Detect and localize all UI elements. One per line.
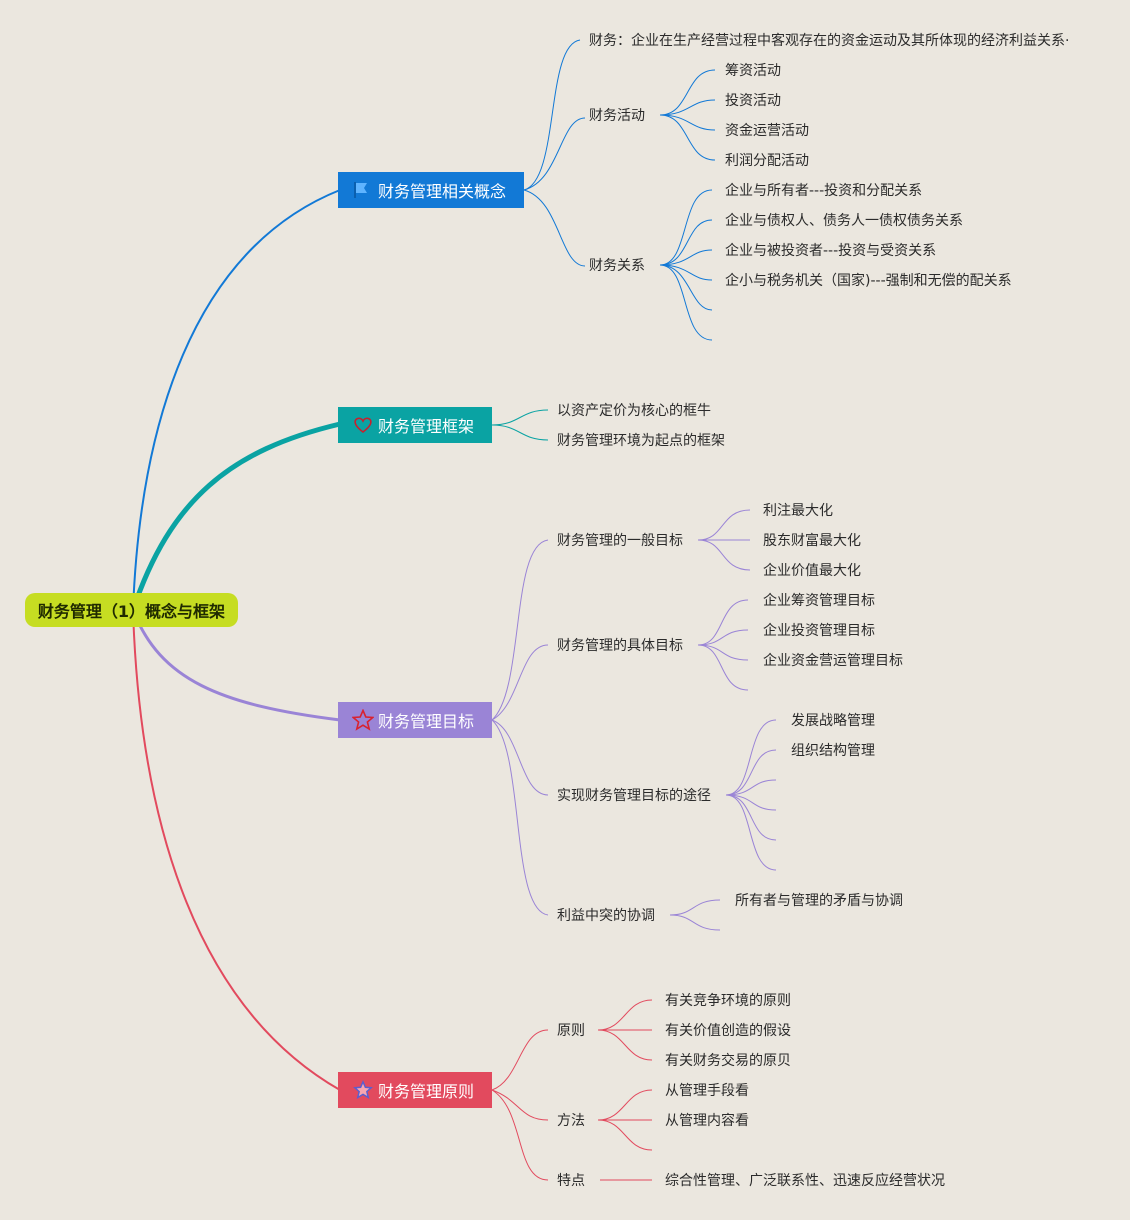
link-relations-3 — [659, 249, 713, 266]
relation-item[interactable]: 企业与债权人、债务人一债权债务关系 — [725, 213, 963, 229]
concepts-definition[interactable]: 财务：企业在生产经营过程中客观存在的资金运动及其所体现的经济利益关系· — [589, 33, 1070, 49]
branch-framework-label: 财务管理框架 — [378, 417, 475, 436]
link-concepts-relations — [523, 189, 586, 267]
activity-item[interactable]: 利润分配活动 — [725, 153, 809, 169]
root-node[interactable]: 财务管理（1）概念与框架 — [25, 593, 238, 627]
link-relations-6 — [659, 264, 713, 341]
flag-icon — [352, 180, 374, 200]
star-outline-icon — [352, 1080, 374, 1100]
link-general-1 — [697, 509, 751, 541]
link-root-goals — [131, 609, 341, 722]
link-framework-1 — [491, 409, 549, 426]
rule-item[interactable]: 有关竞争环境的原则 — [665, 993, 791, 1009]
star-icon — [352, 709, 374, 731]
goals-general[interactable]: 财务管理的一般目标 — [557, 533, 683, 549]
link-root-framework — [130, 421, 341, 611]
link-activities-2 — [659, 99, 716, 116]
link-specific-3 — [697, 644, 749, 661]
principles-traits[interactable]: 特点 — [557, 1173, 585, 1189]
branch-concepts[interactable]: 财务管理相关概念 — [338, 172, 524, 208]
link-goals-specific — [491, 644, 549, 721]
link-paths-4 — [725, 794, 777, 811]
link-principles-methods — [491, 1089, 549, 1121]
link-concepts-activities — [523, 117, 586, 191]
branch-principles[interactable]: 财务管理原则 — [338, 1072, 492, 1108]
link-relations-5 — [659, 264, 713, 311]
goals-conflict[interactable]: 利益中突的协调 — [557, 908, 655, 924]
specific-item[interactable]: 企业筹资管理目标 — [763, 593, 875, 609]
link-activities-3 — [659, 114, 716, 131]
link-paths-3 — [725, 779, 777, 796]
goals-paths[interactable]: 实现财务管理目标的途径 — [557, 788, 711, 804]
branch-concepts-label: 财务管理相关概念 — [378, 182, 507, 201]
concepts-activities[interactable]: 财务活动 — [589, 108, 645, 124]
link-methods-3 — [597, 1119, 653, 1151]
general-item[interactable]: 企业价值最大化 — [763, 563, 861, 579]
link-rules-1 — [597, 999, 653, 1031]
link-activities-1 — [659, 69, 716, 116]
link-specific-2 — [697, 629, 749, 646]
heart-icon — [352, 415, 374, 435]
link-specific-1 — [697, 599, 749, 646]
conflict-item[interactable]: 所有者与管理的矛盾与协调 — [735, 893, 903, 909]
activity-item[interactable]: 投资活动 — [725, 93, 781, 109]
link-paths-6 — [725, 794, 777, 871]
specific-item[interactable]: 企业投资管理目标 — [763, 623, 875, 639]
link-principles-rules — [491, 1029, 549, 1091]
link-relations-2 — [659, 219, 713, 266]
method-item[interactable]: 从管理手段看 — [665, 1083, 749, 1099]
link-concepts-definition — [523, 39, 581, 191]
relation-item[interactable]: 企小与税务机关（国家)---强制和无偿的配关系 — [725, 273, 1012, 289]
rule-item[interactable]: 有关财务交易的原贝 — [665, 1053, 791, 1069]
link-relations-1 — [659, 189, 713, 266]
link-methods-1 — [597, 1089, 653, 1121]
link-goals-conflict — [491, 719, 549, 916]
link-conflict-2 — [669, 914, 721, 931]
branch-goals[interactable]: 财务管理目标 — [338, 702, 492, 738]
activity-item[interactable]: 资金运营活动 — [725, 123, 809, 139]
activity-item[interactable]: 筹资活动 — [725, 63, 781, 79]
link-rules-3 — [597, 1029, 653, 1061]
framework-item[interactable]: 以资产定价为核心的框牛 — [557, 403, 711, 419]
link-goals-paths — [491, 719, 549, 796]
link-activities-4 — [659, 114, 716, 161]
specific-item[interactable]: 企业资金营运管理目标 — [763, 653, 903, 669]
principles-methods[interactable]: 方法 — [557, 1113, 585, 1129]
principles-rules[interactable]: 原则 — [557, 1023, 585, 1039]
link-root-concepts — [132, 189, 341, 611]
path-item[interactable]: 组织结构管理 — [791, 743, 875, 759]
general-item[interactable]: 利注最大化 — [763, 503, 833, 519]
link-paths-1 — [725, 719, 777, 796]
branch-goals-label: 财务管理目标 — [378, 712, 475, 731]
concepts-relations[interactable]: 财务关系 — [589, 258, 645, 274]
relation-item[interactable]: 企业与所有者---投资和分配关系 — [725, 183, 923, 199]
link-paths-2 — [725, 749, 777, 796]
link-principles-traits — [491, 1089, 549, 1181]
link-relations-4 — [659, 264, 713, 281]
link-root-principles — [132, 609, 341, 1091]
link-paths-5 — [725, 794, 777, 841]
method-item[interactable]: 从管理内容看 — [665, 1113, 749, 1129]
link-framework-2 — [491, 424, 549, 441]
link-goals-general — [491, 539, 549, 721]
link-specific-4 — [697, 644, 749, 691]
trait-item[interactable]: 综合性管理、广泛联系性、迅速反应经营状况 — [665, 1173, 945, 1189]
goals-specific[interactable]: 财务管理的具体目标 — [557, 638, 683, 654]
link-conflict-1 — [669, 899, 721, 916]
branch-framework[interactable]: 财务管理框架 — [338, 407, 492, 443]
branch-principles-label: 财务管理原则 — [378, 1082, 475, 1101]
relation-item[interactable]: 企业与被投资者---投资与受资关系 — [725, 243, 937, 259]
path-item[interactable]: 发展战略管理 — [791, 713, 875, 729]
link-general-3 — [697, 539, 751, 571]
framework-item[interactable]: 财务管理环境为起点的框架 — [557, 433, 725, 449]
general-item[interactable]: 股东财富最大化 — [763, 533, 861, 549]
rule-item[interactable]: 有关价值创造的假设 — [665, 1023, 791, 1039]
